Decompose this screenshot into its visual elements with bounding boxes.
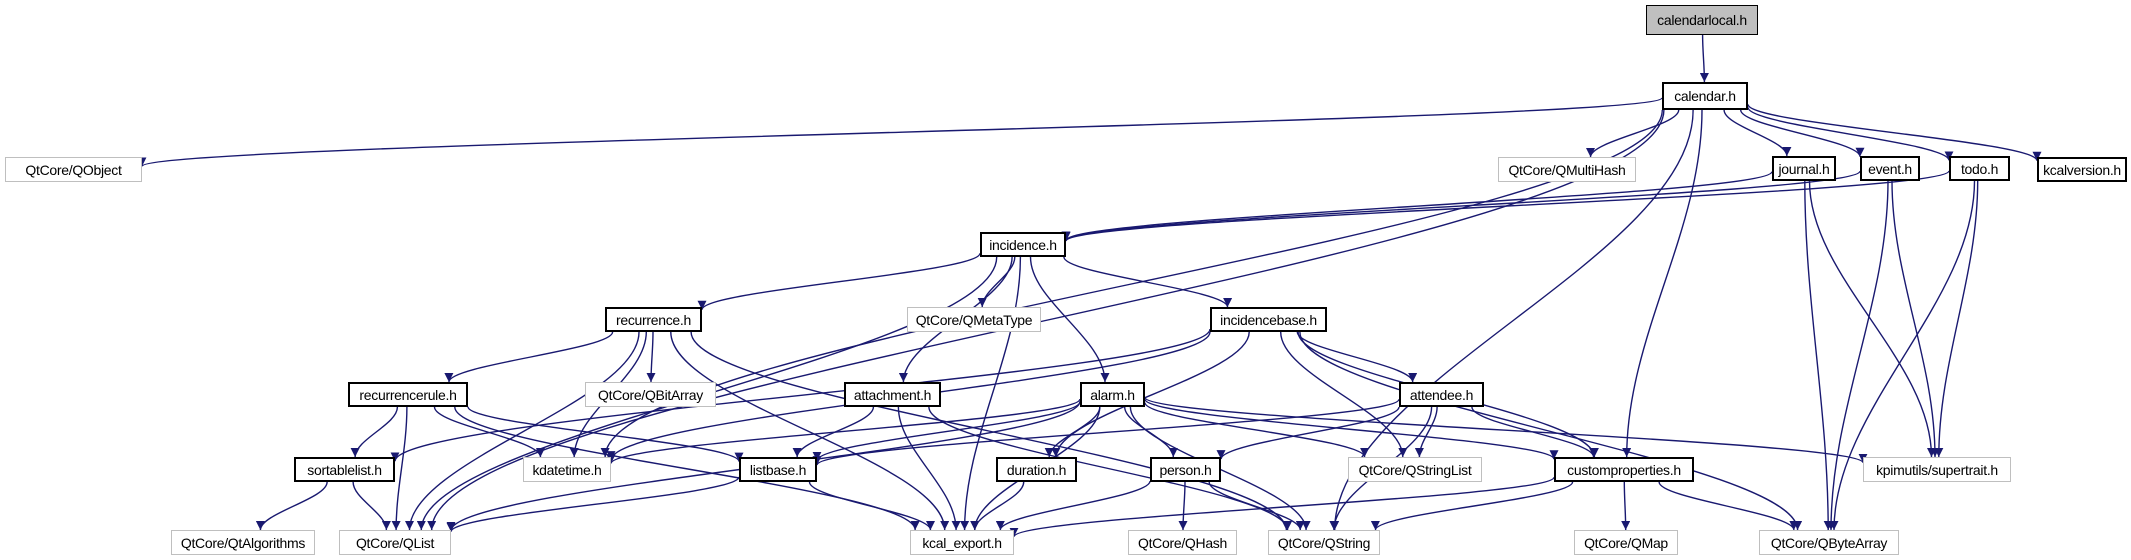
edges — [138, 34, 2042, 538]
edge-person-to-qhash — [1178, 481, 1188, 531]
edge-calendar-to-event — [1740, 109, 1865, 157]
node-journal[interactable]: journal.h — [1772, 156, 1836, 181]
edge-sortablelist-to-qlist — [352, 481, 391, 531]
edge-recurrencerule-to-qlist — [391, 406, 408, 531]
node-qmultihash: QtCore/QMultiHash — [1498, 157, 1636, 182]
edge-alarm-to-customproperties — [1144, 398, 1559, 460]
edge-recurrencerule-to-sortablelist — [350, 406, 399, 458]
node-qtalgorithms: QtCore/QtAlgorithms — [171, 530, 315, 555]
edge-recurrence-to-qstring — [690, 331, 1291, 531]
edge-attendee-to-person — [1216, 406, 1400, 460]
edge-calendar-to-customproperties — [1622, 109, 1703, 458]
node-kdatetime: kdatetime.h — [523, 457, 611, 482]
node-kcalexport: kcal_export.h — [910, 530, 1014, 555]
node-qmetatype: QtCore/QMetaType — [907, 307, 1041, 332]
edge-customproperties-to-qbytearray — [1658, 481, 1799, 531]
edge-incidence-to-incidencebase — [1063, 256, 1233, 308]
edge-calendar-to-todo — [1747, 107, 1954, 161]
node-qstring: QtCore/QString — [1268, 530, 1380, 555]
edge-alarm-to-kdatetime — [606, 398, 1081, 465]
edge-journal-to-qbytearray — [1804, 180, 1833, 531]
edge-alarm-to-supertrait — [1144, 396, 1868, 464]
node-calendar[interactable]: calendar.h — [1662, 82, 1748, 110]
edge-calendar-to-kcalversion — [1747, 104, 2042, 162]
node-qlist: QtCore/QList — [339, 530, 451, 555]
edge-incidencebase-to-qstringlist — [1280, 331, 1408, 458]
edge-person-to-kcalexport — [995, 480, 1151, 531]
node-incidencebase[interactable]: incidencebase.h — [1210, 307, 1327, 332]
edge-alarm-to-duration — [1044, 406, 1101, 458]
edge-calendar-to-qobject — [138, 97, 1663, 168]
edge-sortablelist-to-qtalgorithms — [255, 481, 328, 531]
edge-incidence-to-recurrence — [697, 252, 981, 311]
edge-recurrencerule-to-kcalexport — [454, 406, 920, 531]
edge-customproperties-to-kcalexport — [1009, 476, 1555, 538]
node-recurrencerule[interactable]: recurrencerule.h — [348, 382, 468, 407]
node-event[interactable]: event.h — [1860, 156, 1920, 181]
node-listbase[interactable]: listbase.h — [739, 457, 817, 482]
node-qmap: QtCore/QMap — [1574, 530, 1678, 555]
edge-attendee-to-customproperties — [1471, 406, 1599, 458]
edge-recurrence-to-qlist — [405, 331, 640, 531]
node-incidence[interactable]: incidence.h — [980, 232, 1066, 257]
edge-customproperties-to-qstring — [1371, 481, 1574, 531]
edge-calendar-to-qmultihash — [1586, 109, 1680, 158]
edge-incidencebase-to-qbytearray — [1299, 331, 1803, 531]
node-calendarlocal[interactable]: calendarlocal.h — [1646, 5, 1758, 35]
edge-event-to-qbytearray — [1826, 180, 1889, 531]
edge-todo-to-qbytearray — [1829, 180, 1976, 531]
edge-attendee-to-listbase — [812, 398, 1400, 466]
edge-attachment-to-qstring — [928, 406, 1293, 531]
node-qbytearray: QtCore/QByteArray — [1759, 530, 1899, 555]
edge-event-to-incidence — [1061, 170, 1861, 242]
edge-incidence-to-kcalexport — [960, 256, 1022, 531]
edge-calendar-to-journal — [1723, 109, 1792, 157]
node-qhash: QtCore/QHash — [1128, 530, 1237, 555]
edge-duration-to-kcalexport — [970, 481, 1025, 531]
node-attendee[interactable]: attendee.h — [1399, 382, 1484, 407]
node-qobject: QtCore/QObject — [5, 157, 142, 182]
node-attachment[interactable]: attachment.h — [844, 382, 941, 407]
edge-incidence-to-alarm — [1029, 256, 1110, 383]
node-duration[interactable]: duration.h — [996, 457, 1077, 482]
edge-person-to-qstring — [1208, 481, 1305, 531]
edge-todo-to-supertrait — [1934, 180, 1979, 458]
edge-recurrence-to-recurrencerule — [444, 331, 614, 383]
edge-incidence-to-qmetatype — [977, 256, 1016, 308]
node-recurrence[interactable]: recurrence.h — [605, 307, 702, 332]
edge-alarm-to-listbase — [812, 401, 1081, 462]
edge-event-to-supertrait — [1891, 180, 1940, 458]
edge-journal-to-supertrait — [1808, 180, 1936, 458]
edge-recurrence-to-kcalexport — [670, 331, 950, 531]
edge-incidencebase-to-duration — [1051, 331, 1250, 458]
node-person[interactable]: person.h — [1150, 457, 1221, 482]
edge-recurrencerule-to-kdatetime — [433, 406, 545, 458]
node-kcalversion[interactable]: kcalversion.h — [2037, 157, 2127, 182]
edge-recurrence-to-qbitarray — [646, 331, 656, 383]
edge-journal-to-incidence — [1061, 170, 1773, 241]
edge-incidencebase-to-attendee — [1296, 331, 1418, 383]
edge-recurrencerule-to-listbase — [467, 406, 744, 463]
edge-listbase-to-qlist — [446, 476, 740, 533]
node-alarm[interactable]: alarm.h — [1080, 382, 1145, 407]
node-todo[interactable]: todo.h — [1949, 156, 2010, 181]
node-supertrait: kpimutils/supertrait.h — [1863, 457, 2011, 482]
edge-attendee-to-qstringlist — [1414, 406, 1438, 458]
edge-incidencebase-to-sortablelist — [390, 328, 1211, 462]
edge-listbase-to-kcalexport — [808, 481, 935, 531]
node-qstringlist: QtCore/QStringList — [1348, 457, 1482, 482]
node-customproperties[interactable]: customproperties.h — [1554, 457, 1694, 482]
node-sortablelist[interactable]: sortablelist.h — [294, 457, 395, 482]
edge-todo-to-incidence — [1061, 170, 1950, 242]
edge-attachment-to-kcalexport — [897, 406, 961, 531]
edge-customproperties-to-qmap — [1621, 481, 1631, 531]
edge-calendarlocal-to-calendar — [1699, 34, 1709, 83]
edge-alarm-to-qstringlist — [1144, 402, 1369, 458]
node-qbitarray: QtCore/QBitArray — [585, 382, 716, 407]
